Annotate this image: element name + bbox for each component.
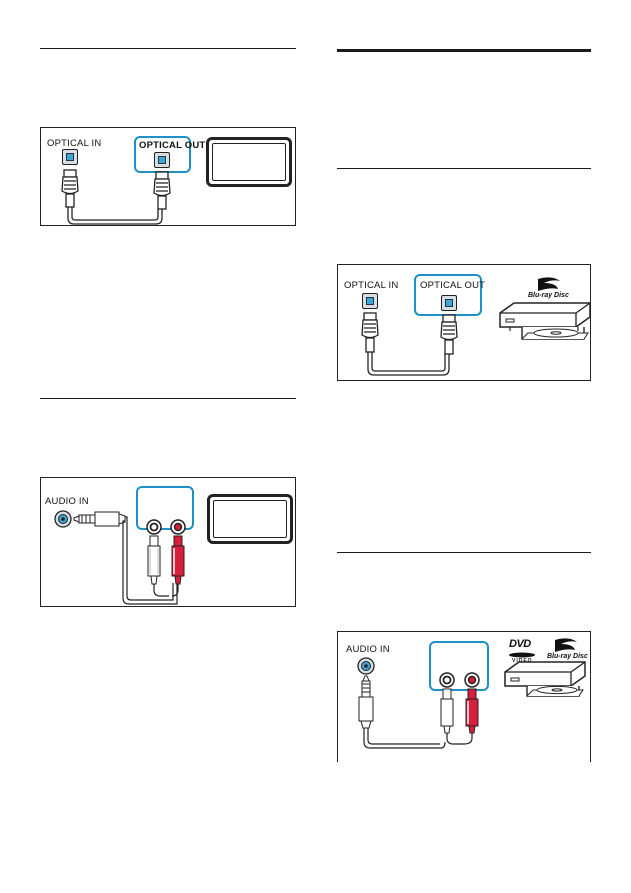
- tv-audio-diagram: AUDIO IN: [40, 477, 296, 607]
- bluray-logo-text: Blu-ray Disc: [528, 292, 569, 299]
- optical-cable: [361, 312, 458, 376]
- bluray-player-icon: [504, 661, 586, 697]
- dvd-logo-text: DVD: [509, 638, 531, 650]
- optical-out-label: OPTICAL OUT: [139, 140, 206, 151]
- optical-in-port: [62, 149, 78, 165]
- bluray-logo-icon: [555, 638, 577, 652]
- optical-out-label: OPTICAL OUT: [420, 280, 486, 291]
- bluray-player-icon: [499, 302, 591, 340]
- bluray-logo-text: Blu-ray Disc: [547, 653, 588, 660]
- dvd-video-text: VIDEO: [512, 658, 533, 664]
- optical-in-label: OPTICAL IN: [344, 280, 399, 291]
- tv-optical-diagram: OPTICAL IN OPTICAL OUT: [40, 127, 296, 226]
- section-rule: [337, 168, 591, 169]
- av-out-highlight: [429, 641, 489, 691]
- audio-in-label: AUDIO IN: [45, 496, 89, 507]
- optical-in-port: [362, 293, 378, 309]
- optical-cable: [61, 169, 171, 225]
- av-out-highlight: [136, 486, 194, 530]
- rca-connectors: [146, 519, 186, 597]
- rca-connectors: [439, 672, 480, 745]
- section-rule: [40, 48, 296, 49]
- audio-in-jack: [357, 657, 446, 749]
- bluray-logo-icon: [538, 277, 560, 291]
- tv-icon: [207, 494, 293, 544]
- optical-out-port: [441, 295, 457, 311]
- bluray-optical-diagram: OPTICAL IN OPTICAL OUT Blu-ray Disc: [337, 264, 591, 381]
- optical-out-port: [154, 152, 170, 168]
- dvd-logo-icon: [509, 652, 535, 658]
- tv-icon: [206, 137, 292, 187]
- section-rule: [337, 552, 591, 553]
- audio-in-label: AUDIO IN: [346, 644, 390, 655]
- bluray-audio-diagram: AUDIO IN DVD VIDEO Blu-ray Disc: [337, 631, 591, 762]
- audio-in-jack: [54, 510, 178, 605]
- optical-in-label: OPTICAL IN: [47, 138, 102, 149]
- section-rule: [337, 49, 591, 52]
- section-rule: [40, 398, 296, 399]
